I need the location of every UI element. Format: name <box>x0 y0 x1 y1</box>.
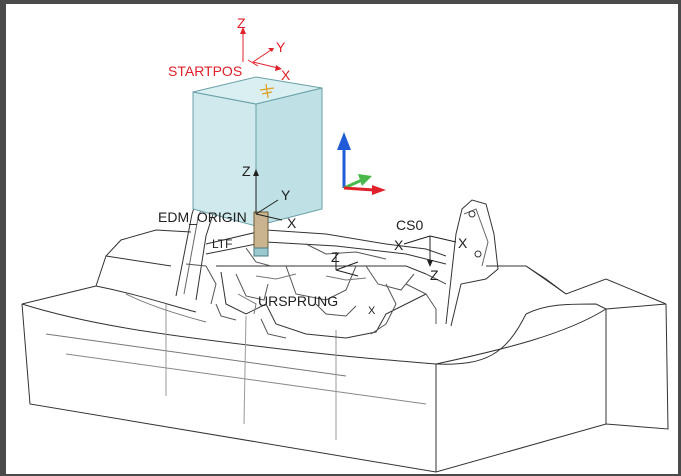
startpos-label: STARTPOS <box>168 63 242 79</box>
window-frame-top <box>0 0 681 4</box>
ursprung-z-label: Z <box>331 249 340 265</box>
edm-y-label: Y <box>281 187 291 203</box>
cad-viewport[interactable]: Z Y X STARTPOS Z Y X EDM_ORIGIN LTF CS0 … <box>6 4 678 474</box>
electrode-tip[interactable] <box>253 211 269 257</box>
ursprung-label: URSPRUNG <box>258 293 338 309</box>
startpos-csys[interactable] <box>240 27 282 71</box>
startpos-z-label: Z <box>237 15 246 31</box>
cs0-z-label: Z <box>430 267 439 283</box>
cs0-csys[interactable] <box>403 235 457 267</box>
cs0-label: CS0 <box>396 217 423 233</box>
edm-z-label: Z <box>242 163 251 179</box>
ursprung-csys[interactable] <box>335 252 359 277</box>
workpiece-block[interactable] <box>21 229 669 473</box>
edm-origin-label: EDM_ORIGIN <box>158 209 247 225</box>
partial-ltf-label: LTF <box>212 237 232 251</box>
window-frame-left <box>0 0 6 476</box>
edm-origin-csys[interactable] <box>253 169 283 221</box>
startpos-y-label: Y <box>276 39 286 55</box>
edm-x-label: X <box>287 215 297 231</box>
xyz-triad-icon[interactable] <box>337 132 386 195</box>
mold-part-detail[interactable] <box>175 175 499 339</box>
cs0-x-label: X <box>458 235 468 251</box>
startpos-x-label: X <box>281 67 291 83</box>
cs0-x-left-label: X <box>394 237 404 253</box>
ursprung-x-label: X <box>368 305 376 317</box>
cad-model-canvas[interactable]: Z Y X STARTPOS Z Y X EDM_ORIGIN LTF CS0 … <box>6 4 678 474</box>
electrode-envelope-box[interactable] <box>192 76 323 227</box>
